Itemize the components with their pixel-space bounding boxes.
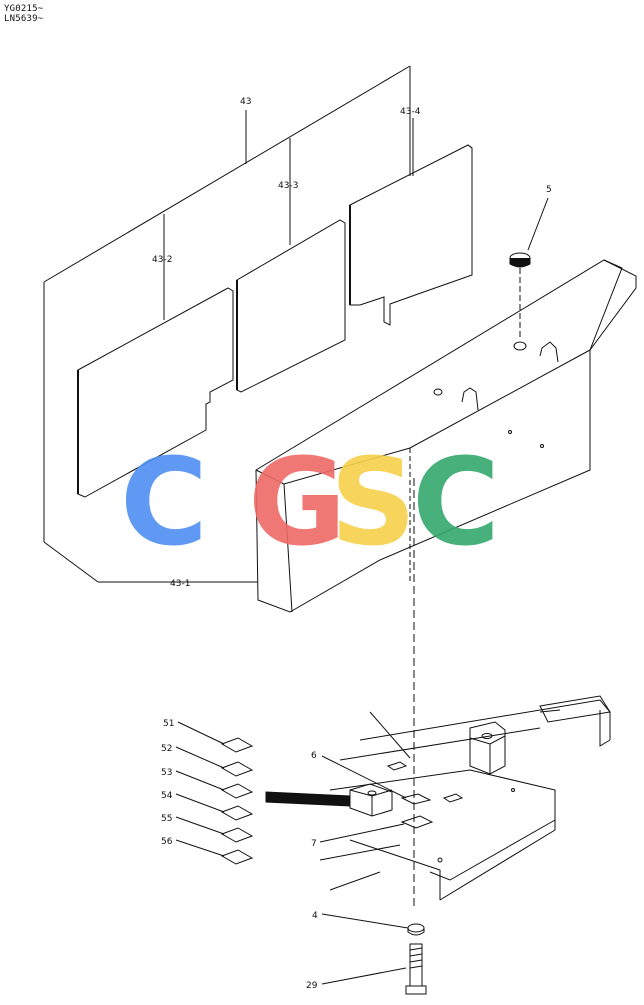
part-label-7: 7 <box>311 839 317 849</box>
part-label-43: 43 <box>240 97 251 107</box>
watermark-letter: S <box>330 434 416 573</box>
part-label-6: 6 <box>311 751 317 761</box>
part-label-51: 51 <box>163 719 174 729</box>
watermark-letter: C <box>412 434 500 573</box>
washer-4 <box>321 913 425 936</box>
part-label-29: 29 <box>306 981 318 991</box>
plate-43-3 <box>236 219 346 393</box>
counterweight-43-1 <box>255 259 637 613</box>
part-label-4: 4 <box>312 911 318 921</box>
pointer-arrow <box>265 791 351 807</box>
watermark-letter: C <box>120 434 208 573</box>
bracket-43 <box>43 65 414 583</box>
serial-line-1: YG0215~ <box>4 4 44 14</box>
leader-6 <box>321 755 407 799</box>
part-label-5: 5 <box>546 185 552 195</box>
serial-line-2: LN5639~ <box>4 14 44 24</box>
part-label-56: 56 <box>161 837 173 847</box>
part-label-53: 53 <box>161 768 172 778</box>
base-frame <box>319 695 611 901</box>
plate-43-2 <box>77 287 234 498</box>
shim-stack <box>175 721 254 865</box>
part-label-43-3: 43-3 <box>278 181 298 191</box>
part-label-55: 55 <box>161 814 172 824</box>
part-label-54: 54 <box>161 791 173 801</box>
cap-5 <box>509 197 549 340</box>
bolt-29 <box>321 943 427 995</box>
part-label-52: 52 <box>161 744 172 754</box>
part-label-43-1: 43-1 <box>170 579 190 589</box>
watermark-letter: G <box>248 434 347 573</box>
part-label-43-4: 43-4 <box>400 107 421 117</box>
leader-7 <box>319 823 405 843</box>
plate-43-4 <box>349 144 473 326</box>
part-label-43-2: 43-2 <box>152 255 172 265</box>
